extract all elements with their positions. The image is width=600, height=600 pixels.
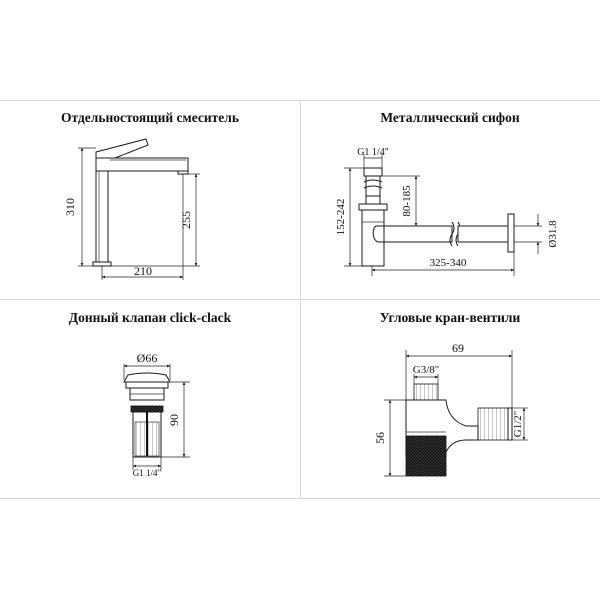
valve-title: Угловые кран-вентили (379, 310, 521, 325)
dim-siphon-diameter: Ø31.8 (547, 220, 559, 248)
faucet-column (95, 170, 109, 266)
dim-valve-width: 69 (452, 341, 464, 355)
divider-bottom (0, 498, 600, 499)
dim-faucet-210: 210 (134, 264, 152, 278)
siphon-outlet-pipe (383, 225, 453, 243)
dim-drain-thread: G1 1/4" (133, 468, 162, 478)
dim-valve-height: 56 (373, 432, 387, 444)
dim-siphon-thread: G1 1/4" (357, 147, 389, 158)
dim-valve-thread-out: G1/2" (512, 411, 524, 438)
faucet-title: Отдельностоящий смеситель (60, 110, 240, 125)
dim-siphon-length: 325-340 (430, 257, 467, 269)
dim-faucet-255: 255 (179, 211, 193, 229)
siphon-title: Металлический сифон (380, 110, 520, 125)
faucet-drawing: 310 255 210 (63, 138, 200, 280)
dim-siphon-height: 152-242 (335, 199, 347, 236)
dim-siphon-adjust: 80-185 (401, 185, 413, 217)
siphon-wall-flange (507, 213, 515, 253)
faucet-lever (95, 138, 149, 161)
divider-vertical (300, 100, 301, 498)
drain-title: Донный клапан click-clack (68, 310, 232, 325)
dim-drain-diameter: Ø66 (137, 351, 158, 365)
siphon-drawing: G1 1/4" 80-185 152-242 325-340 Ø31.8 (335, 147, 559, 276)
drain-cap (123, 372, 171, 383)
dim-faucet-310: 310 (63, 198, 77, 216)
valve-outlet (477, 407, 509, 441)
valve-handle (405, 435, 447, 477)
faucet-spout (95, 157, 189, 172)
valve-drawing: 69 G3/8" 56 G1/2" (373, 341, 528, 477)
dim-valve-thread-in: G3/8" (413, 364, 440, 376)
drain-drawing: Ø66 90 G1 1/4" (123, 351, 190, 478)
dim-drain-height: 90 (167, 414, 181, 426)
